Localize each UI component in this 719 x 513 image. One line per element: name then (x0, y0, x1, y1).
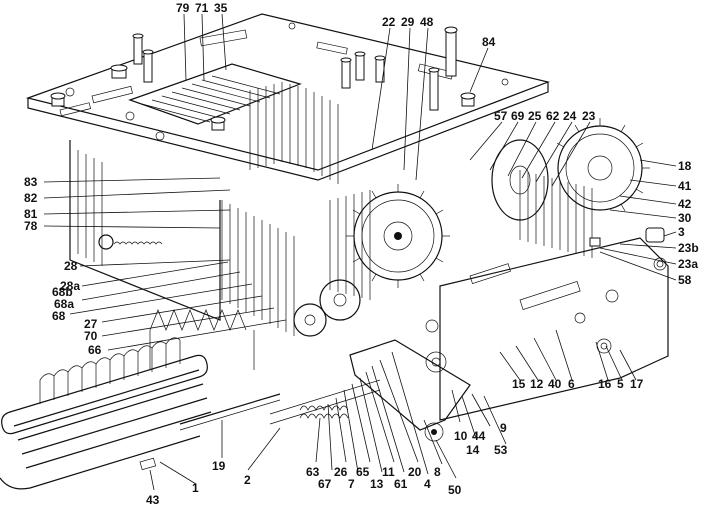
label-53: 53 (494, 443, 508, 457)
label-7: 7 (348, 477, 355, 491)
label-79: 79 (176, 1, 190, 15)
label-82: 82 (24, 191, 38, 205)
label-81: 81 (24, 207, 38, 221)
rod-19 (179, 393, 281, 431)
label-2: 2 (244, 473, 251, 487)
gear-large-right (556, 118, 650, 212)
label-48: 48 (420, 15, 434, 29)
spring-assembly (269, 379, 381, 425)
label-57: 57 (494, 109, 508, 123)
label-23: 23 (582, 109, 596, 123)
label-58: 58 (678, 273, 692, 287)
label-30: 30 (678, 211, 692, 225)
label-16: 16 (598, 377, 612, 391)
label-68b: 68b (52, 285, 73, 299)
label-19: 19 (212, 459, 226, 473)
label-18: 18 (678, 159, 692, 173)
label-43: 43 (146, 493, 160, 507)
label-13: 13 (370, 477, 384, 491)
label-50: 50 (448, 483, 462, 497)
label-23a: 23a (678, 257, 698, 271)
label-10: 10 (454, 429, 468, 443)
label-9: 9 (500, 421, 507, 435)
label-22: 22 (382, 15, 396, 29)
base-frame-right (439, 237, 669, 421)
mechanism-stacks (221, 82, 593, 336)
label-20: 20 (408, 465, 422, 479)
label-12: 12 (530, 377, 544, 391)
label-41: 41 (678, 179, 692, 193)
label-25: 25 (528, 109, 542, 123)
label-23b: 23b (678, 241, 699, 255)
key-lever-bank (0, 309, 255, 490)
gear-small-lower (293, 279, 361, 337)
label-44: 44 (472, 429, 486, 443)
label-78: 78 (24, 219, 38, 233)
label-26: 26 (334, 465, 348, 479)
gear-disk-center (491, 139, 549, 221)
label-42: 42 (678, 197, 692, 211)
label-69: 69 (511, 109, 525, 123)
gear-main-center (346, 184, 450, 288)
label-29: 29 (401, 15, 415, 29)
label-28a: 28a (60, 279, 80, 293)
label-15: 15 (512, 377, 526, 391)
label-11: 11 (382, 465, 395, 479)
lever-arm (349, 319, 471, 442)
label-84: 84 (482, 35, 496, 49)
label-68: 68 (52, 309, 66, 323)
bracket-right (589, 227, 665, 247)
label-61: 61 (394, 477, 408, 491)
label-4: 4 (424, 477, 431, 491)
plate-posts (50, 26, 476, 131)
label-28: 28 (64, 259, 78, 273)
leader-lines (43, 13, 677, 491)
label-62: 62 (546, 109, 560, 123)
label-14: 14 (466, 443, 480, 457)
label-67: 67 (318, 477, 332, 491)
washer-28 (98, 234, 163, 250)
label-8: 8 (434, 465, 441, 479)
label-63: 63 (306, 465, 320, 479)
label-27: 27 (84, 317, 98, 331)
label-65: 65 (356, 465, 370, 479)
label-40: 40 (548, 377, 562, 391)
label-6: 6 (568, 377, 575, 391)
label-1: 1 (192, 481, 199, 495)
label-5: 5 (617, 377, 624, 391)
callout-labels: 79 71 35 22 29 48 84 57 69 25 62 24 23 1… (24, 1, 699, 507)
label-3: 3 (678, 225, 685, 239)
label-17: 17 (630, 377, 644, 391)
label-68a: 68a (54, 297, 74, 311)
label-24: 24 (563, 109, 577, 123)
label-71: 71 (195, 1, 209, 15)
label-83: 83 (24, 175, 38, 189)
label-35: 35 (214, 1, 228, 15)
label-70: 70 (84, 329, 98, 343)
label-66: 66 (88, 343, 102, 357)
